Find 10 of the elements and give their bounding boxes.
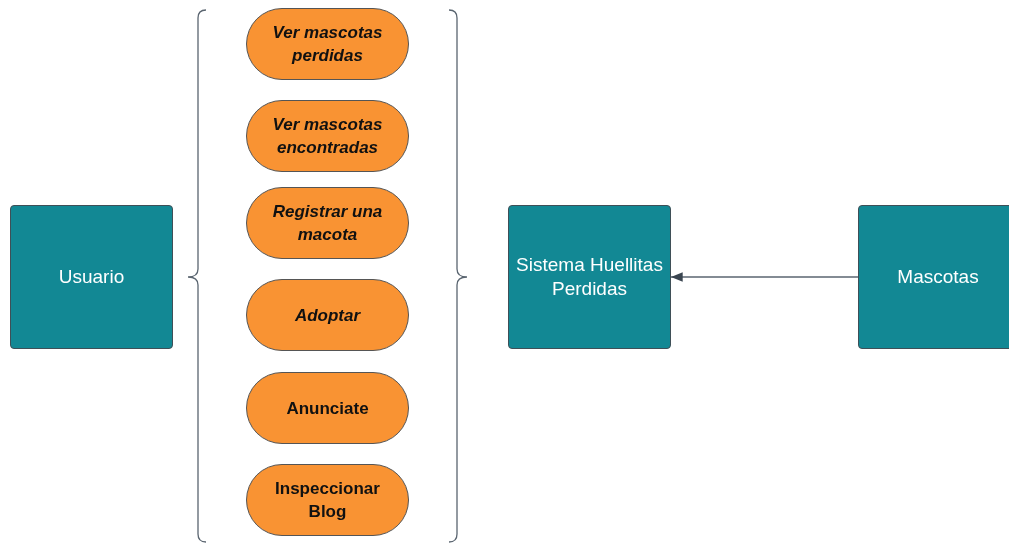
use-case-pill: Adoptar — [246, 279, 409, 351]
actor-box: Usuario — [10, 205, 173, 349]
use-case-pill: Anunciate — [246, 372, 409, 444]
use-case-pill: Registrar una macota — [246, 187, 409, 259]
actor-box: Sistema Huellitas Perdidas — [508, 205, 671, 349]
use-case-pill: Inspeccionar Blog — [246, 464, 409, 536]
actor-box: Mascotas — [858, 205, 1009, 349]
use-case-pill: Ver mascotas perdidas — [246, 8, 409, 80]
arrow — [670, 272, 859, 282]
use-case-pill: Ver mascotas encontradas — [246, 100, 409, 172]
